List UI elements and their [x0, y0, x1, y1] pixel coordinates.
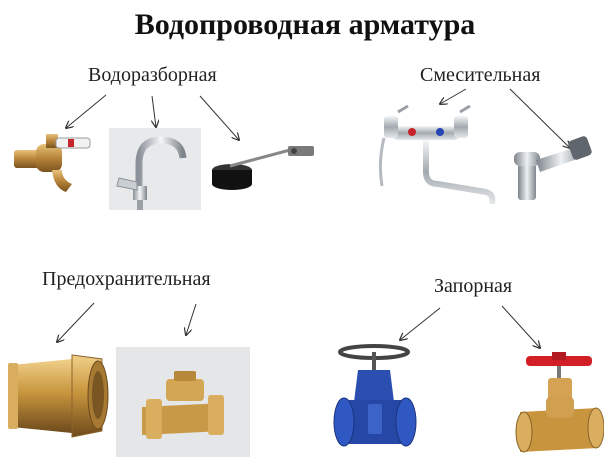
- category-label-safety: Предохранительная: [42, 268, 211, 290]
- brass-tap-icon: [14, 134, 91, 192]
- category-label-water: Водоразборная: [88, 64, 217, 86]
- arrow-mix-2: [509, 88, 570, 148]
- kitchen-mixer-icon: [514, 136, 592, 200]
- arrow-water-2: [152, 95, 156, 127]
- arrow-mix-1: [440, 88, 467, 104]
- arrow-water-3: [199, 95, 239, 140]
- arrow-shut-2: [501, 305, 540, 348]
- page-title: Водопроводная арматура: [134, 8, 476, 41]
- float-valve-icon: [212, 146, 314, 190]
- brass-check-valve-icon: [8, 354, 109, 438]
- swing-check-valve-icon: [116, 347, 250, 457]
- globe-valve-icon: [515, 352, 604, 453]
- chrome-faucet-icon: [109, 128, 201, 210]
- bath-mixer-icon: [378, 104, 496, 205]
- arrow-shut-1: [400, 307, 441, 340]
- arrow-safe-2: [186, 303, 197, 335]
- arrow-water-1: [66, 94, 107, 128]
- gate-valve-icon: [333, 344, 417, 447]
- arrow-safe-1: [57, 302, 95, 342]
- category-label-mixer: Смесительная: [420, 64, 541, 86]
- category-label-shutoff: Запорная: [434, 275, 513, 297]
